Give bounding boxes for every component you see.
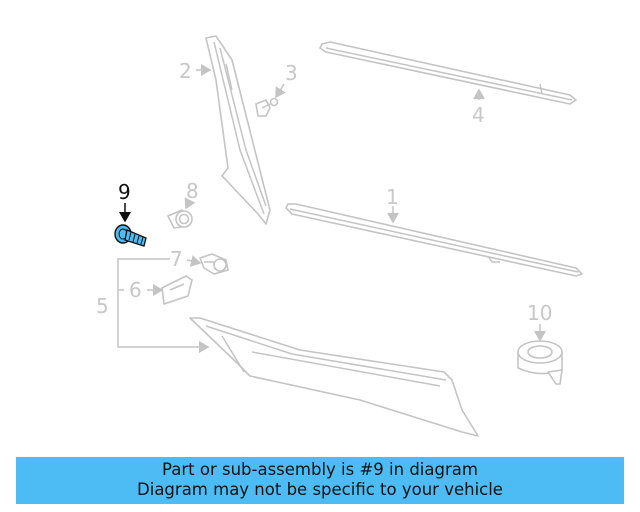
part-4-weatherstrip xyxy=(319,41,577,105)
banner-line-disclaimer: Diagram may not be specific to your vehi… xyxy=(137,480,503,499)
callout-labels: 1 2 3 4 5 6 7 8 9 10 xyxy=(96,59,552,325)
callout-5: 5 xyxy=(96,294,109,318)
callout-10: 10 xyxy=(527,301,552,325)
callout-2: 2 xyxy=(179,59,192,83)
callout-4: 4 xyxy=(472,103,485,127)
callout-8: 8 xyxy=(186,179,199,203)
part-8-grommet xyxy=(167,209,193,229)
part-5-door-molding xyxy=(189,317,479,437)
part-7-clip xyxy=(199,253,229,275)
callout-9: 9 xyxy=(118,180,131,204)
part-10-tape-roll xyxy=(517,340,563,385)
part-1-belt-molding xyxy=(285,203,583,277)
part-2-window-channel xyxy=(205,35,271,225)
callout-3: 3 xyxy=(285,61,298,85)
info-banner: Part or sub-assembly is #9 in diagram Di… xyxy=(16,457,624,504)
part-9-bolt xyxy=(114,224,147,247)
part-3-clip xyxy=(255,97,279,117)
banner-line-part: Part or sub-assembly is #9 in diagram xyxy=(162,460,478,479)
callout-1: 1 xyxy=(386,185,399,209)
callout-7: 7 xyxy=(170,247,183,271)
callout-6: 6 xyxy=(129,278,142,302)
leader-lines xyxy=(117,64,546,353)
part-6-bracket xyxy=(161,275,193,305)
